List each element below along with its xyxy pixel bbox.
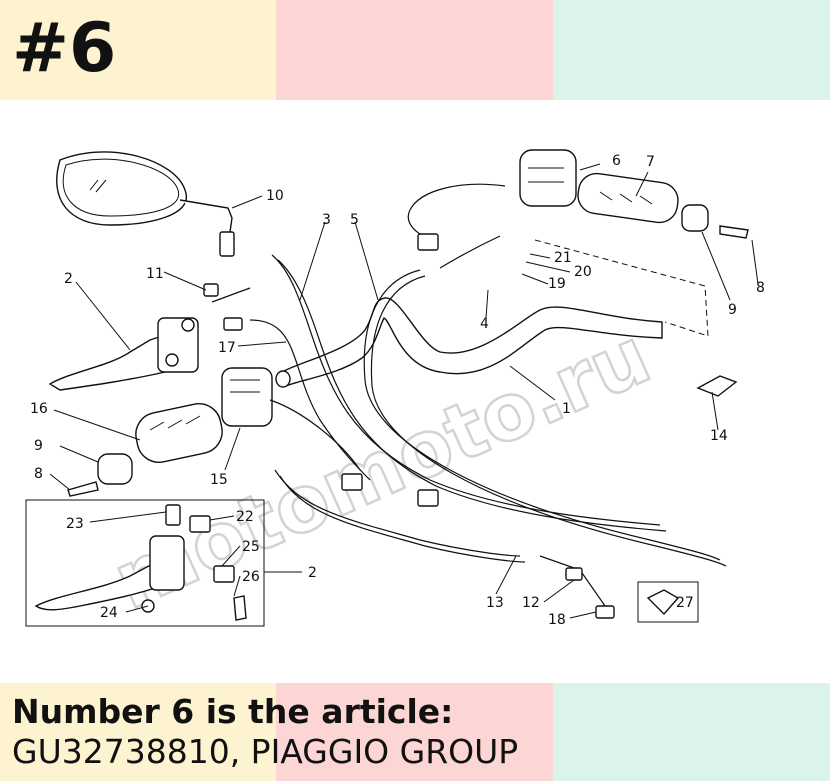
callout-1: 1 — [562, 401, 571, 417]
caption-line-1: Number 6 is the article: — [12, 692, 454, 731]
callout-26: 26 — [242, 569, 260, 585]
callout-2: 2 — [64, 271, 73, 287]
right-screw — [719, 225, 749, 239]
callout-15: 15 — [210, 472, 228, 488]
band-yellow — [0, 683, 276, 781]
detail-inset-box — [25, 499, 265, 627]
callout-17: 17 — [218, 340, 236, 356]
band-mint — [553, 0, 830, 100]
callout-23: 23 — [66, 516, 84, 532]
callout-25: 25 — [242, 539, 260, 555]
band-yellow — [0, 0, 276, 100]
mirror — [56, 151, 235, 257]
band-mint — [553, 683, 830, 781]
callout-4: 4 — [480, 316, 489, 332]
callout-10: 10 — [266, 188, 284, 204]
handlebar — [275, 297, 663, 388]
callout-14: 14 — [710, 428, 728, 444]
inset-lever — [34, 504, 247, 621]
callout-18: 18 — [548, 612, 566, 628]
callout-19: 19 — [548, 276, 566, 292]
part-11-washer — [203, 283, 219, 297]
exploded-parts-diagram: motomoto.ru — [25, 149, 765, 629]
left-switch — [221, 367, 273, 427]
caption-line-2: GU32738810, PIAGGIO GROUP — [12, 732, 519, 771]
right-switch — [519, 149, 577, 207]
left-screw — [67, 481, 99, 497]
left-lever — [48, 317, 199, 391]
callout-5: 5 — [350, 212, 359, 228]
part-27-box — [637, 581, 699, 623]
callout-12: 12 — [522, 595, 540, 611]
connector-b — [417, 489, 439, 507]
callout-22: 22 — [236, 509, 254, 525]
callout-9-left: 9 — [34, 438, 43, 454]
callout-2-inset: 2 — [308, 565, 317, 581]
part-27-clip — [646, 589, 680, 616]
callout-6: 6 — [612, 153, 621, 169]
callout-8-right: 8 — [756, 280, 765, 296]
part-number-heading: #6 — [12, 9, 117, 88]
callout-7: 7 — [646, 154, 655, 170]
callout-3: 3 — [322, 212, 331, 228]
callout-13: 13 — [486, 595, 504, 611]
callout-21: 21 — [554, 250, 572, 266]
callout-27: 27 — [676, 595, 694, 611]
right-bar-end — [681, 204, 709, 232]
callout-24: 24 — [100, 605, 118, 621]
band-pink — [276, 0, 553, 100]
connector-a — [341, 473, 363, 491]
callout-8-left: 8 — [34, 466, 43, 482]
right-grip — [577, 172, 679, 224]
left-bar-end — [97, 453, 133, 485]
part-14-clip — [696, 375, 738, 397]
band-pink — [276, 683, 553, 781]
connector-c — [417, 233, 439, 251]
left-grip — [135, 402, 223, 464]
adjuster — [223, 317, 243, 331]
callout-11: 11 — [146, 266, 164, 282]
header-color-band — [0, 0, 830, 100]
callout-9-right: 9 — [728, 302, 737, 318]
cable-end-18 — [595, 605, 615, 619]
cable-end-12 — [565, 567, 583, 581]
footer-color-band — [0, 683, 830, 781]
callout-16: 16 — [30, 401, 48, 417]
callout-20: 20 — [574, 264, 592, 280]
